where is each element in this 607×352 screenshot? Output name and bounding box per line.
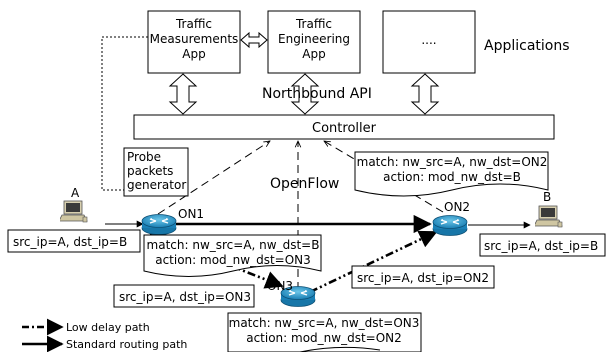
openflow-label: OpenFlow xyxy=(270,176,339,192)
host-a-packet-label: src_ip=A, dst_ip=B xyxy=(7,229,141,253)
northbound-api-label: Northbound API xyxy=(262,86,372,102)
on2-action-text: action: mod_nw_dst=B xyxy=(383,170,521,184)
host-b-packet-label: src_ip=A, dst_ip=B xyxy=(479,233,606,257)
on1-flow-rule-box: match: nw_src=A, nw_dst=B action: mod_nw… xyxy=(143,234,322,277)
traffic-engineering-line1: Traffic xyxy=(295,17,332,31)
other-app-ellipsis: .... xyxy=(421,33,436,47)
on3-to-on2-packet-label: src_ip=A, dst_ip=ON2 xyxy=(351,265,495,289)
traffic-engineering-line2: Engineering xyxy=(278,32,350,46)
on1-action-text: action: mod_nw_dst=ON3 xyxy=(155,253,311,267)
probe-generator-box: Probe packets generator xyxy=(123,147,189,197)
probe-line3: generator xyxy=(127,178,186,192)
on3-action-text: action: mod_nw_dst=ON2 xyxy=(246,331,402,345)
svg-text:src_ip=A, dst_ip=B: src_ip=A, dst_ip=B xyxy=(484,239,598,253)
traffic-measurements-line2: Measurements xyxy=(150,32,239,46)
traffic-measurements-line3: App xyxy=(182,47,205,61)
host-b-label: B xyxy=(543,190,551,204)
other-app-box: .... xyxy=(382,10,476,74)
traffic-measurements-line1: Traffic xyxy=(175,17,212,31)
applications-label: Applications xyxy=(484,38,570,54)
svg-text:src_ip=A, dst_ip=B: src_ip=A, dst_ip=B xyxy=(13,235,127,249)
switch-on3-label: ON3 xyxy=(267,279,293,293)
legend: Low delay path Standard routing path xyxy=(22,318,187,352)
on3-match-text: match: nw_src=A, nw_dst=ON3 xyxy=(229,316,420,330)
traffic-measurements-app-box: Traffic Measurements App xyxy=(147,10,241,74)
host-a-label: A xyxy=(71,186,80,200)
probe-control-dotted-line xyxy=(101,36,148,191)
northbound-arrows xyxy=(168,73,440,115)
probe-line2: packets xyxy=(127,164,173,178)
app-exchange-arrow xyxy=(240,31,268,49)
svg-text:src_ip=A, dst_ip=ON3: src_ip=A, dst_ip=ON3 xyxy=(119,290,251,304)
probe-line1: Probe xyxy=(127,150,161,164)
switch-on1-label: ON1 xyxy=(178,207,204,221)
on1-to-on3-packet-label: src_ip=A, dst_ip=ON3 xyxy=(113,284,255,308)
on3-flow-rule-box: match: nw_src=A, nw_dst=ON3 action: mod_… xyxy=(227,312,422,352)
low-delay-path-on3-to-on2 xyxy=(309,230,438,294)
svg-text:src_ip=A, dst_ip=ON2: src_ip=A, dst_ip=ON2 xyxy=(357,271,489,285)
controller-box: Controller xyxy=(133,114,555,140)
traffic-engineering-app-box: Traffic Engineering App xyxy=(267,10,361,74)
legend-low-delay-label: Low delay path xyxy=(66,321,150,334)
on2-match-text: match: nw_src=A, nw_dst=ON2 xyxy=(357,155,548,169)
traffic-engineering-line3: App xyxy=(302,47,325,61)
switch-on2-label: ON2 xyxy=(444,200,470,214)
legend-standard-label: Standard routing path xyxy=(66,338,187,351)
on2-flow-rule-box: match: nw_src=A, nw_dst=ON2 action: mod_… xyxy=(354,151,549,197)
on1-match-text: match: nw_src=A, nw_dst=B xyxy=(147,238,320,252)
host-b-computer-icon xyxy=(535,205,563,228)
switch-on1-icon xyxy=(141,213,177,235)
host-a-computer-icon xyxy=(60,200,88,223)
controller-label: Controller xyxy=(312,121,377,136)
switch-on2-icon xyxy=(432,214,468,236)
